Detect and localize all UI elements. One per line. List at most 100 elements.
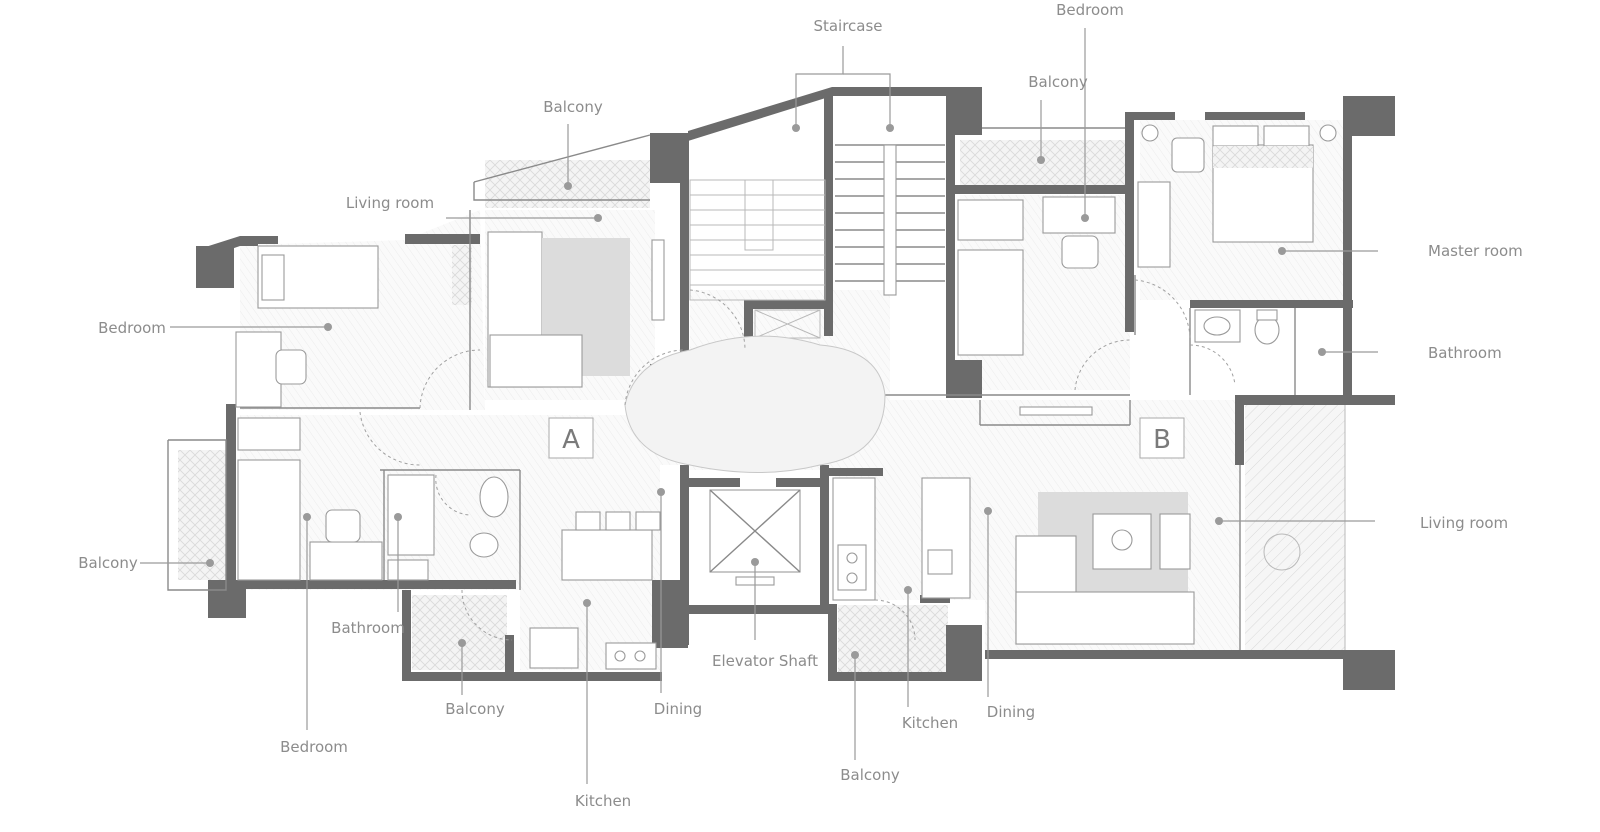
callout-dot-icon	[394, 513, 402, 521]
label-kitchen-b: Kitchen	[902, 714, 958, 732]
wall	[402, 590, 411, 680]
wall	[505, 635, 514, 675]
desk	[1042, 196, 1116, 234]
wall	[828, 604, 837, 680]
wall	[1235, 395, 1244, 465]
door-swing-icon	[359, 279, 1236, 641]
stool	[575, 511, 601, 531]
fridge	[529, 627, 579, 669]
elevator-cross	[709, 489, 801, 573]
stair-box-cross	[754, 309, 821, 339]
wall	[1343, 136, 1352, 396]
callout-dot-icon	[792, 124, 800, 132]
pillow	[261, 254, 285, 301]
label-bedroom-a-bottom: Bedroom	[280, 738, 348, 756]
wall	[405, 234, 480, 244]
side-lamp	[1319, 124, 1337, 142]
callout-dot-icon	[458, 639, 466, 647]
label-balcony-top-right: Balcony	[1028, 73, 1088, 91]
label-bathroom-a: Bathroom	[331, 619, 405, 637]
pillow	[1212, 125, 1259, 147]
wall	[744, 300, 753, 350]
label-bathroom-b: Bathroom	[1428, 344, 1502, 362]
plant	[1111, 529, 1133, 551]
callout-leader	[795, 46, 844, 128]
callout-leader	[843, 73, 891, 128]
stool	[605, 511, 631, 531]
label-dining-a: Dining	[654, 700, 702, 718]
label-living-room-b: Living room	[1420, 514, 1508, 532]
callout-dot-icon	[984, 507, 992, 515]
bed	[957, 249, 1024, 356]
bed-throw	[1213, 146, 1313, 168]
callout-dot-icon	[564, 182, 572, 190]
balcony-rail	[167, 439, 227, 591]
label-master-room: Master room	[1428, 242, 1523, 260]
balcony-rail	[473, 182, 650, 201]
balcony-a-left	[178, 450, 226, 580]
wall	[1235, 395, 1395, 405]
walls	[196, 87, 1395, 690]
callout-dot-icon	[303, 513, 311, 521]
tv-console	[651, 239, 665, 321]
wardrobe	[237, 417, 301, 451]
cabinet	[387, 559, 429, 581]
label-staircase: Staircase	[813, 17, 882, 35]
desk	[235, 331, 282, 408]
label-balcony-a-left: Balcony	[78, 554, 138, 572]
sink	[927, 549, 953, 575]
balcony-a-bottom	[412, 595, 507, 670]
wall	[820, 465, 829, 605]
pillow	[1263, 125, 1310, 147]
stair-well	[744, 179, 774, 251]
unit-a-box	[548, 417, 594, 459]
callouts	[140, 28, 1378, 784]
wall	[744, 300, 824, 309]
burner	[846, 572, 858, 584]
armchair	[1171, 137, 1205, 173]
callout-dot-icon	[886, 124, 894, 132]
burner	[614, 650, 626, 662]
callout-dot-icon	[851, 651, 859, 659]
lobby-landing	[624, 335, 886, 473]
wall	[955, 185, 1125, 194]
wall	[776, 478, 828, 487]
callout-dot-icon	[583, 599, 591, 607]
sofa-chaise	[489, 334, 583, 388]
wall	[680, 140, 689, 400]
wall	[985, 650, 1345, 659]
wall	[680, 465, 689, 645]
wall	[828, 672, 958, 681]
side-lamp	[1141, 124, 1159, 142]
label-living-room-a: Living room	[346, 194, 434, 212]
wall	[1190, 300, 1353, 308]
label-balcony-top-mid: Balcony	[543, 98, 603, 116]
wall	[1205, 112, 1305, 120]
staircase	[689, 144, 945, 339]
wardrobe-a	[452, 245, 472, 305]
callout-dot-icon	[1278, 247, 1286, 255]
wall	[196, 246, 234, 288]
callout-dot-icon	[1318, 348, 1326, 356]
label-kitchen-a: Kitchen	[575, 792, 631, 810]
wall	[1125, 112, 1134, 332]
bed	[237, 459, 301, 581]
stove	[605, 642, 657, 670]
wall	[946, 130, 955, 370]
wall	[226, 404, 236, 580]
balcony-rail	[473, 134, 651, 183]
callout-dot-icon	[657, 488, 665, 496]
counter	[921, 477, 971, 599]
wall	[946, 625, 982, 681]
sink	[1203, 316, 1231, 336]
wall	[828, 468, 883, 476]
wall	[946, 87, 982, 135]
wardrobe	[1137, 181, 1171, 268]
burner	[634, 650, 646, 662]
callout-dot-icon	[904, 586, 912, 594]
stool	[635, 511, 661, 531]
callout-dot-icon	[1215, 517, 1223, 525]
balcony-b-right	[1245, 405, 1345, 650]
